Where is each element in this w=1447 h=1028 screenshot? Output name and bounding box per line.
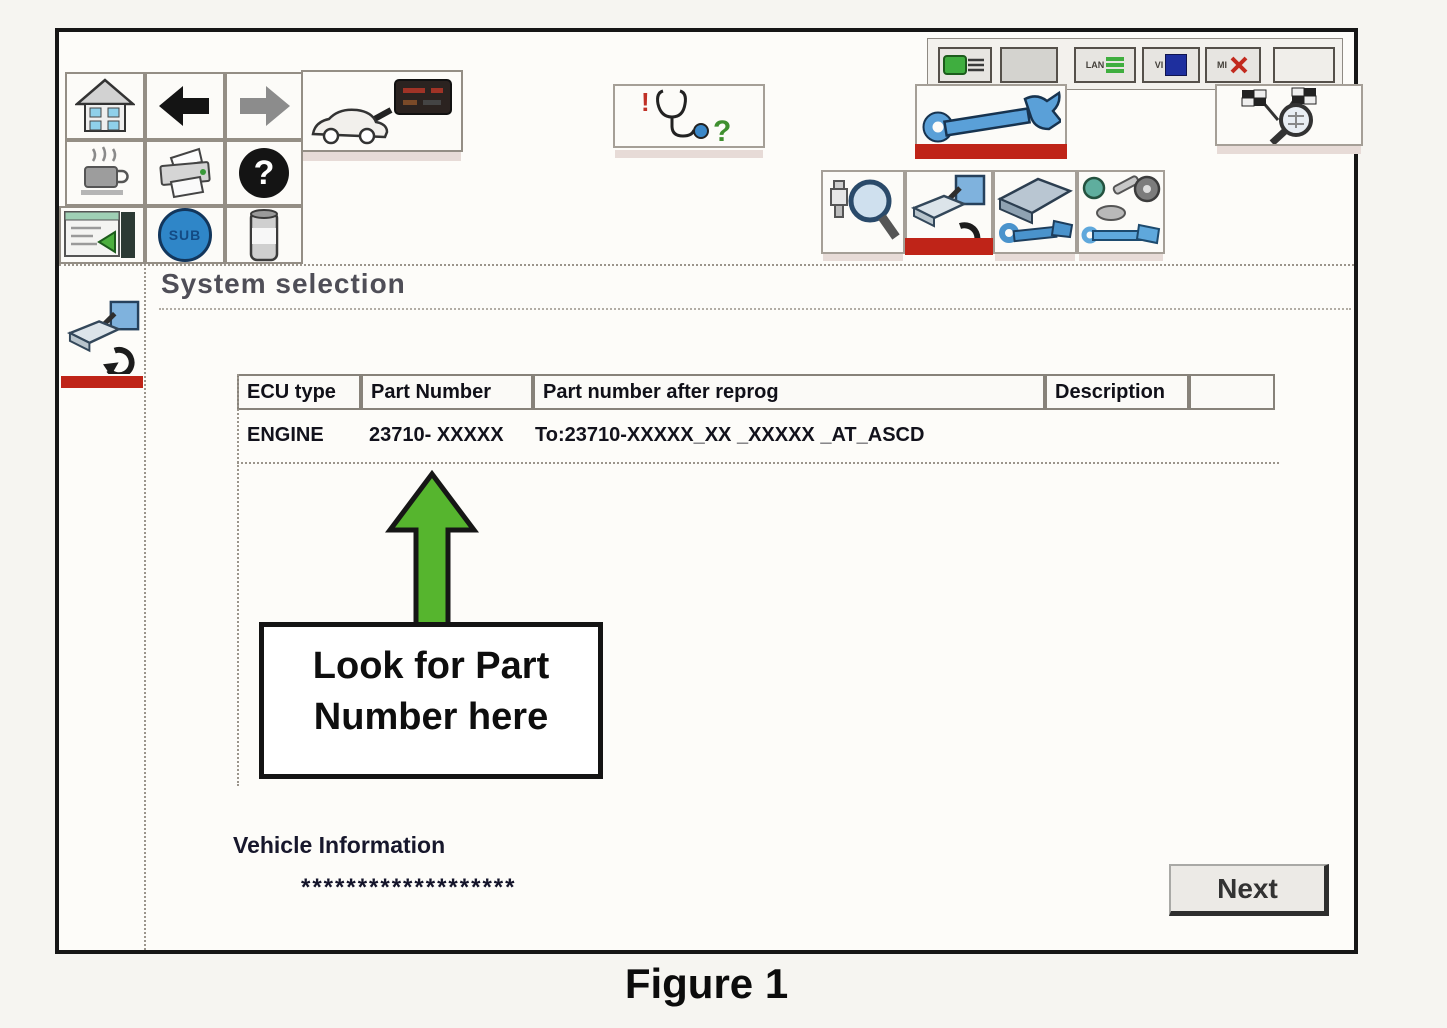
tab-vehicle-underline xyxy=(303,152,461,161)
cell-part-number: 23710- XXXXX xyxy=(369,424,504,446)
tab-diagnosis[interactable]: ! ? xyxy=(613,84,765,148)
next-button-label: Next xyxy=(1217,872,1278,904)
column-header-part-number: Part Number xyxy=(361,374,533,410)
sidebar-divider xyxy=(144,264,146,950)
tab-final-check[interactable] xyxy=(1215,84,1363,146)
lan-label: LAN xyxy=(1085,60,1105,70)
sub-icon: SUB xyxy=(158,208,212,262)
forward-icon xyxy=(240,86,290,126)
sub-mode-button[interactable]: SUB xyxy=(145,206,225,264)
table-row-engine[interactable]: ENGINE 23710- XXXXX To:23710-XXXXX_XX _X… xyxy=(237,410,1279,462)
vi-label: VI xyxy=(1154,60,1164,70)
vehicle-information-masked-value: ******************* xyxy=(301,874,517,901)
reprogramming-icon xyxy=(910,174,986,250)
break-button[interactable] xyxy=(65,140,145,206)
tools-icon xyxy=(1081,175,1161,245)
mi-x-icon xyxy=(1230,56,1248,74)
cell-ecu-type: ENGINE xyxy=(247,424,324,446)
print-button[interactable] xyxy=(145,140,225,206)
home-button[interactable] xyxy=(65,72,145,140)
repair-icon xyxy=(922,90,1061,143)
sub-label: SUB xyxy=(168,227,202,243)
cell-part-number-after-reprog: To:23710-XXXXX_XX _XXXXX _AT_ASCD xyxy=(535,424,925,446)
subtab-inspection[interactable] xyxy=(821,170,905,254)
consult-app-window: LAN VI MI xyxy=(55,28,1363,954)
tab-final-check-underline xyxy=(1217,146,1361,154)
column-header-part-number-after-reprog: Part number after reprog xyxy=(533,374,1045,410)
tab-vehicle-connection[interactable] xyxy=(301,70,463,152)
vi-screen-icon xyxy=(1165,54,1188,76)
column-header-description: Description xyxy=(1045,374,1189,410)
printer-icon xyxy=(159,147,211,199)
subtab-inspection-underline xyxy=(823,254,903,261)
tab-diagnosis-underline xyxy=(615,150,763,158)
column-header-blank xyxy=(1189,374,1275,410)
status-bar: LAN VI MI xyxy=(927,38,1343,90)
screen-capture-button[interactable] xyxy=(59,206,145,264)
subtab-reprogramming-selected-underline xyxy=(905,238,993,255)
help-button[interactable]: ? xyxy=(225,140,303,206)
svg-text:!: ! xyxy=(641,87,650,117)
final-check-icon xyxy=(1241,87,1317,144)
subtab-ecu-repair-underline xyxy=(995,254,1075,261)
toolbar-divider xyxy=(59,264,1354,266)
figure-caption: Figure 1 xyxy=(624,960,789,1007)
reprogramming-icon xyxy=(66,300,140,374)
callout-line2: Number here xyxy=(313,696,549,739)
vi-connector-icon xyxy=(943,55,984,75)
vehicle-information-label: Vehicle Information xyxy=(233,832,446,858)
column-header-ecu-type: ECU type xyxy=(237,374,361,410)
annotation-arrow-icon xyxy=(385,470,479,635)
annotation-callout: Look for Part Number here xyxy=(259,622,603,779)
table-row-bottom-border xyxy=(237,462,1279,464)
svg-text:?: ? xyxy=(713,115,731,145)
help-icon: ? xyxy=(239,148,289,198)
status-empty-2 xyxy=(1273,47,1335,83)
diagnosis-icon: ! ? xyxy=(641,87,731,145)
battery-button[interactable] xyxy=(225,206,303,264)
tab-repair-selected-underline xyxy=(915,144,1067,159)
title-underline xyxy=(159,308,1351,310)
ecu-repair-icon xyxy=(997,177,1074,243)
battery-icon xyxy=(249,209,279,262)
coffee-icon xyxy=(81,146,129,195)
back-button[interactable] xyxy=(145,72,225,140)
status-vi: VI xyxy=(1142,47,1200,83)
subtab-tools[interactable] xyxy=(1077,170,1165,254)
forward-button[interactable] xyxy=(225,72,303,140)
sidebar-current-mode-button[interactable] xyxy=(63,298,145,376)
status-lan: LAN xyxy=(1074,47,1136,83)
home-icon xyxy=(75,78,135,132)
page-title: System selection xyxy=(161,268,406,299)
subtab-tools-underline xyxy=(1079,254,1163,261)
lan-signal-icon xyxy=(1106,57,1125,73)
screen-copy-icon xyxy=(64,211,135,258)
status-vi-connection xyxy=(938,47,992,83)
callout-line1: Look for Part xyxy=(312,645,550,687)
status-empty-1 xyxy=(1000,47,1058,83)
subtab-ecu-repair[interactable] xyxy=(993,170,1077,254)
inspection-icon xyxy=(830,179,900,240)
back-icon xyxy=(159,86,209,126)
table-left-border xyxy=(237,374,239,786)
vehicle-connect-icon xyxy=(311,79,452,145)
mi-label: MI xyxy=(1217,60,1227,70)
tab-repair[interactable] xyxy=(915,84,1067,148)
sidebar-mode-selected-underline xyxy=(61,376,143,388)
next-button[interactable]: Next xyxy=(1169,864,1329,916)
help-glyph: ? xyxy=(253,153,275,192)
status-mi: MI xyxy=(1205,47,1261,83)
